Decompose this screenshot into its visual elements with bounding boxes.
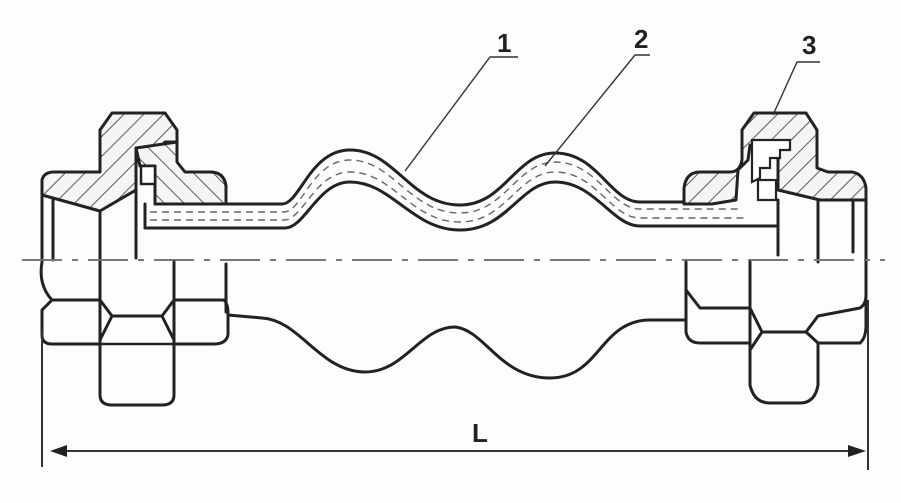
dimension-label-L: L bbox=[472, 418, 488, 448]
arrow-right-icon bbox=[848, 445, 866, 457]
left-union-section bbox=[40, 111, 228, 264]
callout-label-2: 2 bbox=[634, 24, 649, 54]
dimension-L bbox=[41, 300, 869, 470]
bellows-section bbox=[143, 148, 780, 232]
right-union-exterior bbox=[684, 260, 868, 405]
left-union-exterior bbox=[39, 260, 230, 407]
bellows-exterior-outline bbox=[226, 313, 688, 380]
callout-label-1: 1 bbox=[497, 28, 512, 58]
right-union-section bbox=[682, 111, 868, 264]
arrow-left-icon bbox=[50, 445, 67, 457]
callout-label-3: 3 bbox=[802, 30, 817, 60]
callout-leaders bbox=[404, 54, 820, 172]
